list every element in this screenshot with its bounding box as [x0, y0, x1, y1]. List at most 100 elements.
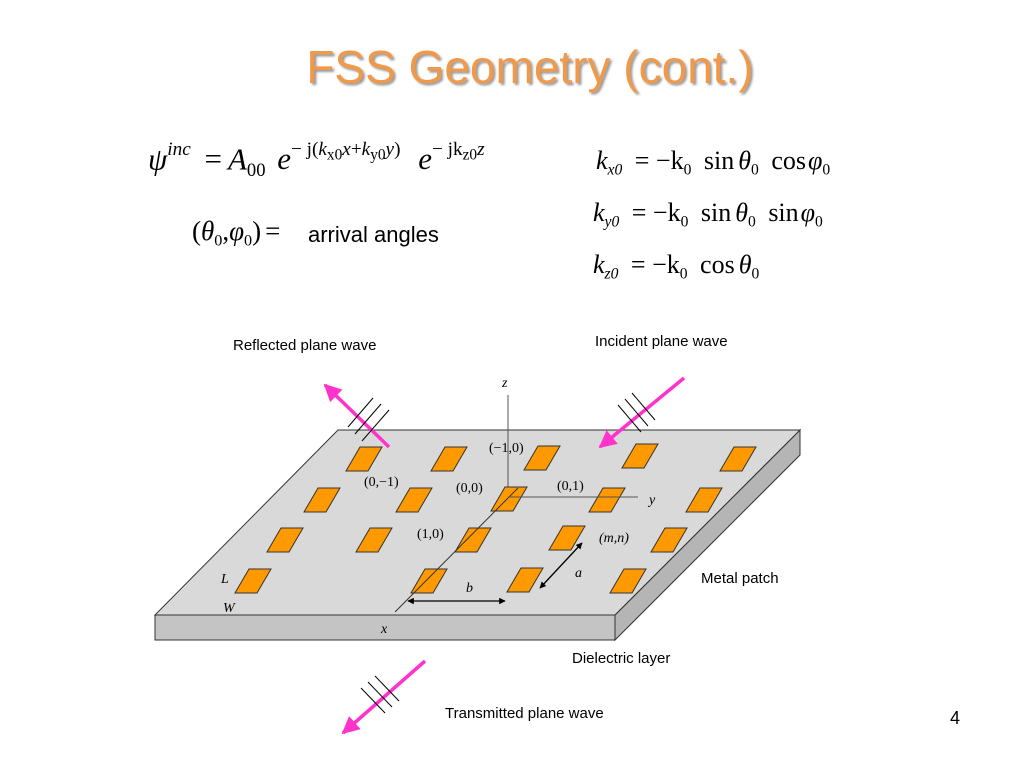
dimension-L-label: L: [220, 572, 229, 587]
kz0-theta-sub: 0: [751, 265, 760, 283]
metal-patch: [621, 443, 659, 469]
metal-patch: [685, 487, 723, 513]
exp1-prefix: − j(: [291, 139, 319, 160]
x-axis: [394, 487, 519, 613]
ky-term: k: [361, 139, 371, 160]
exp2-prefix: − jk: [432, 139, 463, 160]
kx-subscript: x0: [326, 146, 343, 164]
metal-patch: [345, 446, 383, 472]
ky0-rhs: = −k: [631, 198, 681, 227]
wavefront-line: [374, 675, 400, 702]
wavefront-line: [624, 398, 649, 427]
wavefront-line: [367, 681, 393, 708]
incident-wave-arrow: [598, 376, 686, 449]
index-label-1-0: (1,0): [417, 527, 444, 542]
ky0-theta-sub: 0: [748, 213, 756, 231]
angles-equals: =: [265, 216, 281, 246]
transmitted-wave-arrow: [341, 659, 427, 735]
ky0-lhs: k: [593, 198, 605, 227]
phi-symbol: φ: [229, 216, 245, 246]
kx-term: k: [318, 139, 327, 160]
ky0-phi: φ: [800, 198, 816, 227]
y-axis-label: y: [647, 493, 656, 508]
metal-patch-label: Metal patch: [701, 570, 779, 587]
y-variable: y: [385, 139, 395, 160]
wavefront-line: [631, 392, 656, 421]
kz0-theta: θ: [738, 250, 752, 279]
reflected-wave-label: Reflected plane wave: [233, 337, 377, 354]
dimension-a-label: a: [575, 566, 582, 581]
metal-patch: [609, 568, 647, 594]
incident-wave: [598, 376, 686, 449]
plus-sign: +: [350, 139, 362, 160]
exp1-close: ): [394, 139, 401, 160]
kz0-rhs: = −k: [630, 250, 680, 279]
kx0-sin: sin: [703, 146, 735, 175]
kx0-rhs-sub: 0: [683, 161, 692, 179]
z-axis-label: z: [501, 376, 508, 391]
psi-symbol: ψ: [148, 141, 168, 177]
kx0-lhs: k: [596, 146, 608, 175]
ky0-phi-sub: 0: [815, 213, 823, 231]
slide-title: FSS Geometry (cont.): [306, 41, 754, 93]
ky0-sin-phi: sin: [768, 198, 799, 227]
index-label-m1-0: (−1,0): [489, 441, 524, 456]
metal-patch: [234, 568, 272, 594]
z-variable: z: [477, 139, 485, 160]
wavefront-line: [361, 409, 390, 442]
equals-sign: =: [204, 141, 222, 177]
wavefront-line: [617, 404, 642, 433]
index-label-0-0: (0,0): [456, 481, 483, 496]
incident-wave-label: Incident plane wave: [595, 333, 728, 350]
metal-patch: [506, 567, 544, 593]
ky0-sin: sin: [700, 198, 732, 227]
amplitude-symbol: A: [227, 141, 247, 177]
index-label-m-n: (m,n): [599, 531, 629, 546]
arrival-angles-expression: (θ0,φ0)=: [192, 218, 280, 249]
angles-close-paren: ): [252, 216, 262, 246]
psi-superscript: inc: [167, 139, 191, 160]
metal-patch: [650, 527, 688, 553]
dimension-b-label: b: [466, 581, 473, 596]
phi-subscript: 0: [244, 231, 253, 250]
exponential-1: e: [277, 141, 292, 177]
index-label-0-m1: (0,−1): [364, 475, 399, 490]
kx0-rhs: = −k: [634, 146, 684, 175]
kx0-cos: cos: [771, 146, 806, 175]
kx0-theta: θ: [738, 146, 752, 175]
kz0-lhs-sub: z0: [604, 265, 619, 283]
kz0-cos: cos: [700, 250, 735, 279]
kz-subscript: z0: [462, 146, 478, 164]
x-axis-label: x: [380, 622, 388, 637]
transmitted-wave-label: Transmitted plane wave: [445, 705, 604, 722]
angles-open-paren: (: [192, 216, 201, 246]
transmitted-wave: [341, 659, 427, 735]
x-variable: x: [342, 139, 351, 160]
ky-subscript: y0: [370, 146, 386, 164]
kx0-phi: φ: [807, 146, 823, 175]
metal-patch: [454, 527, 492, 553]
metal-patch: [303, 487, 341, 513]
metal-patch: [490, 486, 528, 512]
metal-patch: [719, 446, 757, 472]
dielectric-layer-label: Dielectric layer: [572, 650, 671, 667]
dimension-a-arrow: [539, 542, 583, 589]
page-number: 4: [950, 708, 961, 728]
theta-symbol: θ: [201, 216, 215, 246]
ky0-rhs-sub: 0: [680, 213, 689, 231]
ky0-theta: θ: [735, 198, 749, 227]
angles-comma: ,: [222, 216, 230, 246]
metal-patch: [266, 527, 304, 553]
amplitude-subscript: 00: [246, 159, 266, 181]
metal-patch: [355, 527, 393, 553]
kz0-lhs: k: [593, 250, 605, 279]
wavefront-line: [354, 403, 382, 435]
reflected-wave: [323, 383, 391, 449]
kx0-phi-sub: 0: [822, 161, 831, 179]
kx0-theta-sub: 0: [751, 161, 759, 179]
dimension-W-label: W: [223, 601, 236, 616]
metal-patch: [523, 445, 561, 471]
